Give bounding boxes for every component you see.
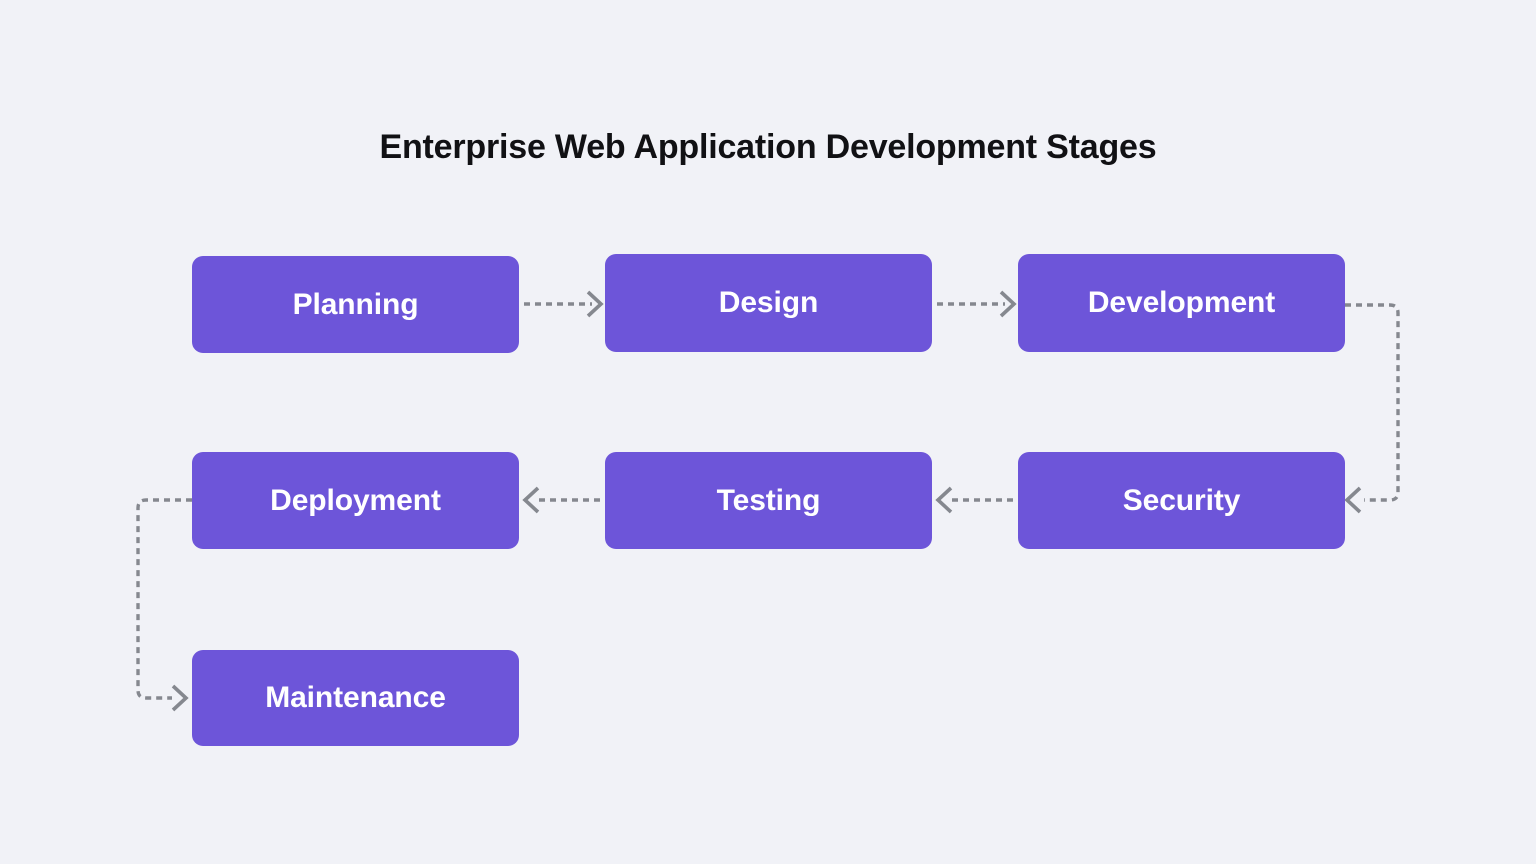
page-title: Enterprise Web Application Development S… [379, 128, 1157, 166]
connector-development-to-security [1344, 303, 1400, 514]
node-label-design: Design [718, 286, 819, 319]
node-label-maintenance: Maintenance [265, 681, 446, 714]
node-label-development: Development [1087, 286, 1276, 319]
node-label-testing: Testing [716, 483, 821, 517]
node-label-security: Security [1122, 483, 1241, 517]
node-label-deployment: Deployment [270, 483, 441, 517]
node-planning[interactable]: Planning [192, 256, 519, 353]
connector-deployment-to-maintenance [136, 498, 192, 712]
node-deployment[interactable]: Deployment [192, 452, 519, 549]
node-security[interactable]: Security [1018, 452, 1345, 549]
connector-security-to-testing [935, 486, 1013, 514]
node-label-planning: Planning [292, 287, 419, 321]
node-development[interactable]: Development [1018, 254, 1345, 352]
node-design[interactable]: Design [605, 254, 932, 352]
node-maintenance[interactable]: Maintenance [192, 650, 519, 746]
connector-testing-to-deployment [522, 486, 600, 514]
connector-design-to-development [937, 290, 1017, 318]
connector-planning-to-design [524, 290, 604, 318]
node-testing[interactable]: Testing [605, 452, 932, 549]
